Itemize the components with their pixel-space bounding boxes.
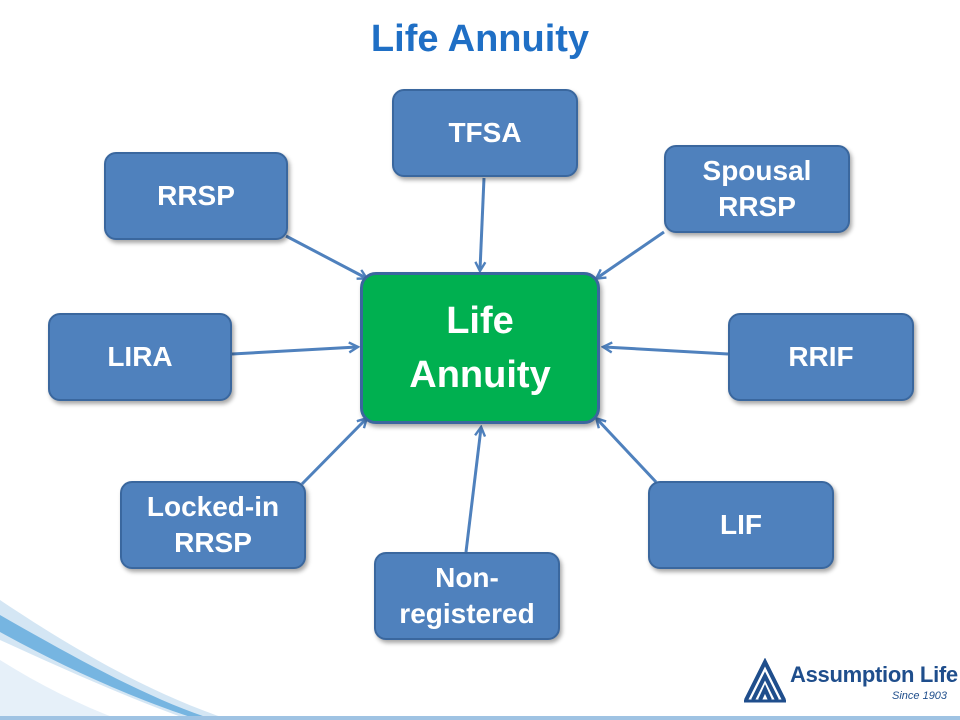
arrow-locked-in-rrsp [300,419,366,486]
arrow-rrsp [285,234,366,278]
arrow-non-registered [464,428,481,553]
rrsp-node: RRSP [104,152,288,240]
lif-node: LIF [648,481,834,569]
arrow-spousal-rrsp [597,230,665,278]
logo-mark-icon [744,658,786,703]
arrow-rrif [604,347,729,356]
non-registered-label: Non- registered [399,562,535,629]
rrif-node: RRIF [728,313,914,401]
lif-label: LIF [720,509,762,540]
arrow-lira [231,347,357,356]
life-annuity-label: Life Annuity [409,300,551,396]
lira-node: LIRA [48,313,232,401]
non-registered-node: Non- registered [374,552,560,640]
arrow-tfsa [480,177,484,270]
locked-in-rrsp-label: Locked-in RRSP [146,491,280,558]
tfsa-label: TFSA [448,117,522,148]
spousal-rrsp-node: Spousal RRSP [664,145,850,233]
spousal-rrsp-label: Spousal RRSP [702,155,812,222]
tfsa-node: TFSA [392,89,578,177]
rrif-label: RRIF [788,341,854,372]
locked-in-rrsp-node: Locked-in RRSP [120,481,306,569]
logo-name: Assumption Life [790,662,958,687]
assumption-life-logo: Assumption Life Since 1903 [742,658,958,710]
lira-label: LIRA [107,341,173,372]
rrsp-label: RRSP [157,180,235,211]
life-annuity-node: Life Annuity [360,272,600,424]
arrow-lif [597,419,658,484]
slide-title: Life Annuity [370,18,590,60]
logo-tagline: Since 1903 [892,690,948,702]
